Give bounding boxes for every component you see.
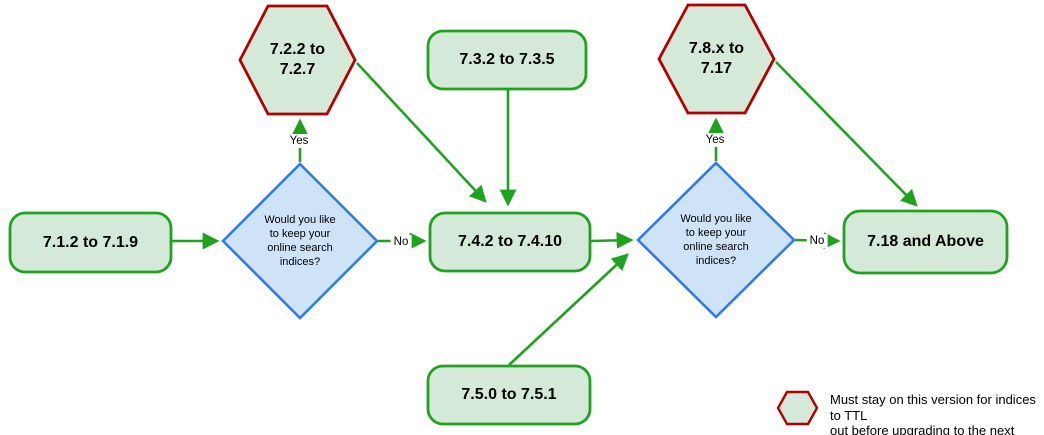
legend-text: Must stay on this version for indices to… (830, 392, 1036, 435)
node-7-1-2-box (8, 211, 173, 274)
edge-78x-to-718 (775, 61, 918, 207)
edge-label-yes-1: Yes (286, 134, 312, 148)
edge-750-to-decision2 (508, 253, 629, 366)
node-7-3-2-box (426, 29, 588, 91)
edge-742-to-decision2 (590, 231, 634, 249)
decision1-diamond (221, 162, 379, 320)
node-7-5-0-box (426, 364, 592, 426)
edge-label-no-2: No (806, 234, 828, 248)
node-7-4-2-box (428, 211, 592, 273)
node-7-18-box (842, 209, 1009, 275)
edge-label-yes-2: Yes (702, 133, 728, 147)
edge-label-no-1: No (390, 235, 412, 249)
node-7-8-x-hexagon (657, 3, 776, 115)
edge-722-to-742 (356, 62, 487, 203)
node-7-2-2-hexagon (238, 4, 357, 116)
decision2-diamond (636, 161, 796, 319)
legend-hexagon-icon (776, 390, 819, 426)
